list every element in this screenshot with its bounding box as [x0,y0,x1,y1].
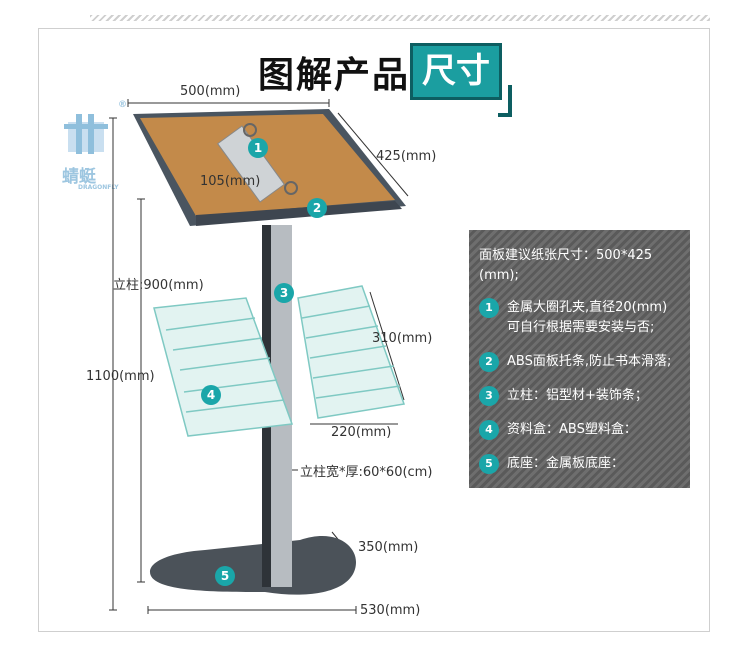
book-ledge [196,201,402,226]
logo-chars: 蜻蜓 [62,167,96,187]
logo-registered-mark: ® [118,100,127,110]
info-item-2: 2 ABS面板托条,防止书本滑落; [479,352,680,372]
info-item-4: 4 资料盒：ABS塑料盒： [479,420,680,440]
marker-1: 1 [248,138,268,158]
page-title: 图解产品 [258,55,411,96]
brand-logo: 蜻蜓 DRAGONFLY ® [58,100,128,194]
info-badge-3: 3 [479,386,499,406]
info-item-5: 5 底座：金属板底座： [479,454,680,474]
brochure-box-left [153,297,294,437]
metal-base [150,535,356,595]
dim-top-depth: 425(mm) [376,149,437,164]
title-bracket-decoration [498,85,512,117]
info-badge-2: 2 [479,352,499,372]
dim-base-depth: 350(mm) [358,540,419,555]
info-item-1-line-2: 可自行根据需要安装与否; [507,320,655,335]
dim-base-width: 530(mm) [360,603,421,618]
info-item-1-line-1: 金属大圈孔夹,直径20(mm) [507,300,668,315]
spec-info-panel: 面板建议纸张尺寸：500*425 (mm); 1 金属大圈孔夹,直径20(mm)… [469,230,690,488]
logo-subtext: DRAGONFLY [78,184,119,191]
marker-4: 4 [201,385,221,405]
dim-clip-width: 105(mm) [200,174,261,189]
info-item-3-line-1: 立柱：铝型材+装饰条； [507,388,648,403]
dim-top-width: 500(mm) [180,84,241,99]
marker-5: 5 [215,566,235,586]
ring-clip-ring-bottom [284,181,298,195]
marker-2: 2 [307,198,327,218]
info-item-4-line-1: 资料盒：ABS塑料盒： [507,422,637,437]
dragonfly-logo-icon [64,114,108,154]
info-badge-4: 4 [479,420,499,440]
info-badge-5: 5 [479,454,499,474]
dim-box-height: 310(mm) [372,331,433,346]
marker-3: 3 [274,283,294,303]
info-item-4-text: 资料盒：ABS塑料盒： [507,420,637,440]
dim-pillar-section: 立柱宽*厚:60*60(cm) [300,465,433,480]
top-decorative-rule [90,15,710,21]
brochure-box-right [297,285,406,419]
info-badge-1: 1 [479,298,499,318]
info-item-5-text: 底座：金属板底座： [507,454,624,474]
title-highlight: 尺寸 [410,43,502,100]
ring-clip-ring-top [243,123,257,137]
info-item-5-line-1: 底座：金属板底座： [507,456,625,471]
dimension-lines [109,99,409,614]
info-item-1: 1 金属大圈孔夹,直径20(mm) 可自行根据需要安装与否; [479,298,680,338]
info-item-3: 3 立柱：铝型材+装饰条； [479,386,680,406]
content-frame [38,28,710,632]
dim-total-height: 1100(mm) [86,369,155,384]
info-item-1-text: 金属大圈孔夹,直径20(mm) 可自行根据需要安装与否; [507,298,667,338]
dim-box-width: 220(mm) [331,425,392,440]
dim-pillar-height: 立柱:900(mm) [113,278,204,293]
info-item-3-text: 立柱：铝型材+装饰条； [507,386,648,406]
info-item-2-line-1: ABS面板托条,防止书本滑落; [507,354,672,369]
info-item-2-text: ABS面板托条,防止书本滑落; [507,352,671,372]
info-heading: 面板建议纸张尺寸：500*425 (mm); [479,248,653,283]
